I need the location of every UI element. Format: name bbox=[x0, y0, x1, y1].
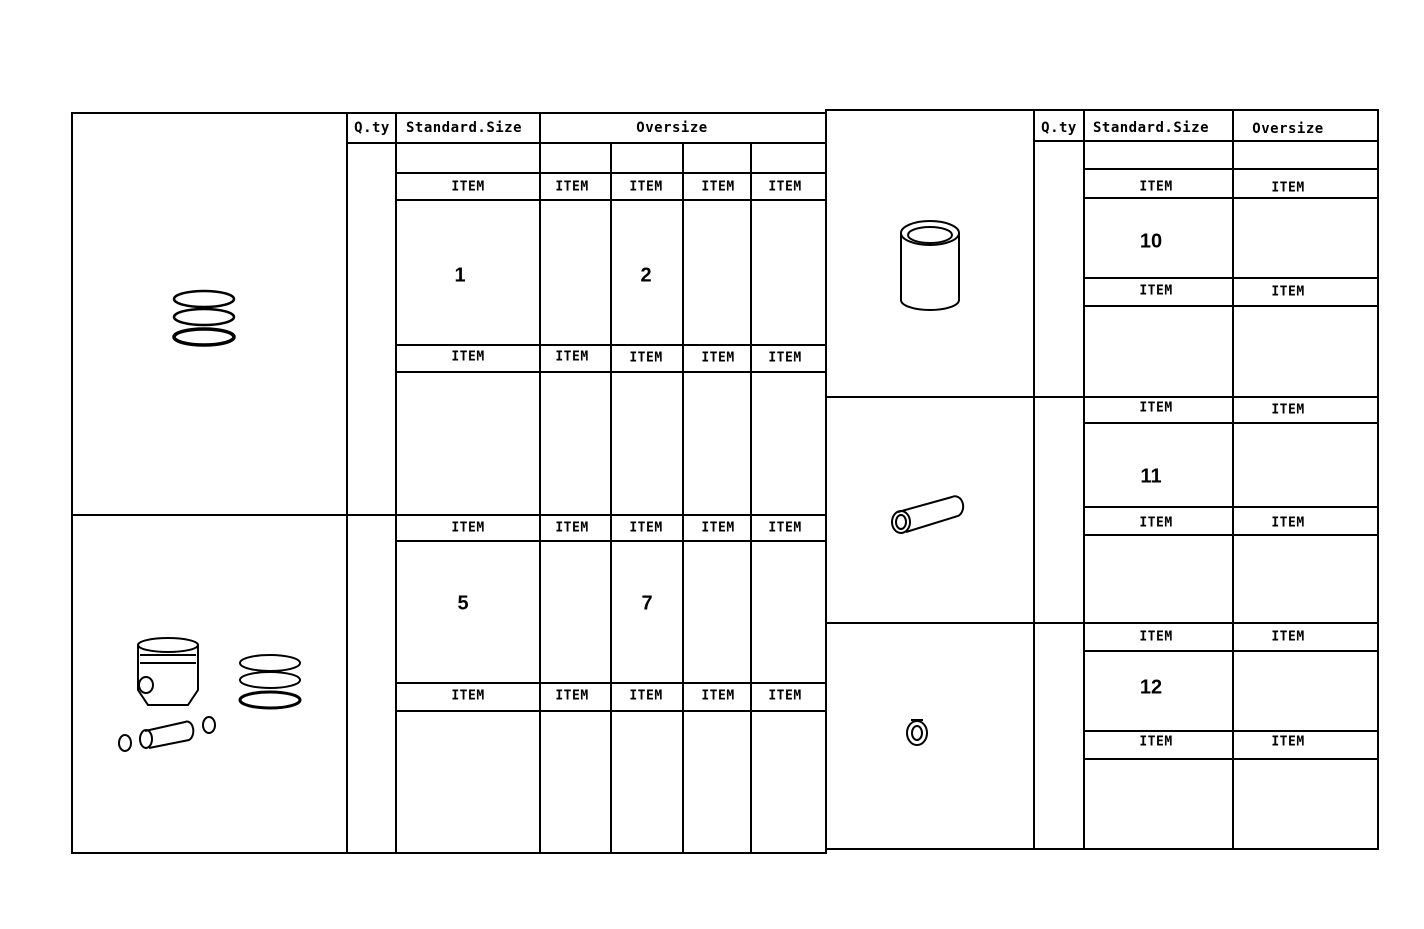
item-label: ITEM bbox=[768, 350, 802, 366]
qty-header: Q.ty bbox=[1041, 120, 1077, 136]
piston-pin-icon bbox=[891, 495, 965, 534]
item-label: ITEM bbox=[768, 520, 802, 536]
item-label: ITEM bbox=[629, 350, 663, 366]
oversize-header: Oversize bbox=[1252, 121, 1324, 137]
item-label: ITEM bbox=[1139, 283, 1173, 299]
item-number-12: 12 bbox=[1139, 676, 1163, 699]
item-label: ITEM bbox=[1271, 734, 1305, 750]
item-label: ITEM bbox=[1271, 284, 1305, 300]
item-number-1: 1 bbox=[454, 264, 466, 287]
item-label: ITEM bbox=[701, 350, 735, 366]
item-label: ITEM bbox=[451, 349, 485, 365]
item-label: ITEM bbox=[1139, 179, 1173, 195]
item-number-7: 7 bbox=[641, 592, 653, 615]
snap-ring-icon bbox=[906, 719, 928, 746]
item-label: ITEM bbox=[768, 179, 802, 195]
item-label: ITEM bbox=[629, 688, 663, 704]
cylinder-sleeve-icon bbox=[900, 220, 960, 311]
item-label: ITEM bbox=[1271, 180, 1305, 196]
piston-rings-icon bbox=[172, 289, 236, 347]
standard-size-header: Standard.Size bbox=[1092, 120, 1210, 136]
item-number-10: 10 bbox=[1139, 230, 1163, 253]
item-label: ITEM bbox=[555, 520, 589, 536]
qty-header: Q.ty bbox=[354, 120, 390, 136]
item-number-5: 5 bbox=[457, 592, 469, 615]
item-label: ITEM bbox=[555, 349, 589, 365]
item-label: ITEM bbox=[701, 688, 735, 704]
item-label: ITEM bbox=[1271, 515, 1305, 531]
item-label: ITEM bbox=[1271, 629, 1305, 645]
item-label: ITEM bbox=[1139, 400, 1173, 416]
item-label: ITEM bbox=[451, 179, 485, 195]
item-number-2: 2 bbox=[640, 264, 652, 287]
item-label: ITEM bbox=[1139, 515, 1173, 531]
item-label: ITEM bbox=[629, 179, 663, 195]
item-number-11: 11 bbox=[1140, 465, 1162, 488]
item-label: ITEM bbox=[701, 179, 735, 195]
item-label: ITEM bbox=[555, 179, 589, 195]
item-label: ITEM bbox=[451, 520, 485, 536]
item-label: ITEM bbox=[768, 688, 802, 704]
item-label: ITEM bbox=[629, 520, 663, 536]
item-label: ITEM bbox=[1139, 629, 1173, 645]
item-label: ITEM bbox=[1139, 734, 1173, 750]
item-label: ITEM bbox=[451, 688, 485, 704]
standard-size-header: Standard.Size bbox=[405, 120, 523, 136]
item-label: ITEM bbox=[701, 520, 735, 536]
oversize-header: Oversize bbox=[636, 120, 708, 136]
item-label: ITEM bbox=[555, 688, 589, 704]
piston-assembly-icon bbox=[118, 637, 302, 752]
item-label: ITEM bbox=[1271, 402, 1305, 418]
